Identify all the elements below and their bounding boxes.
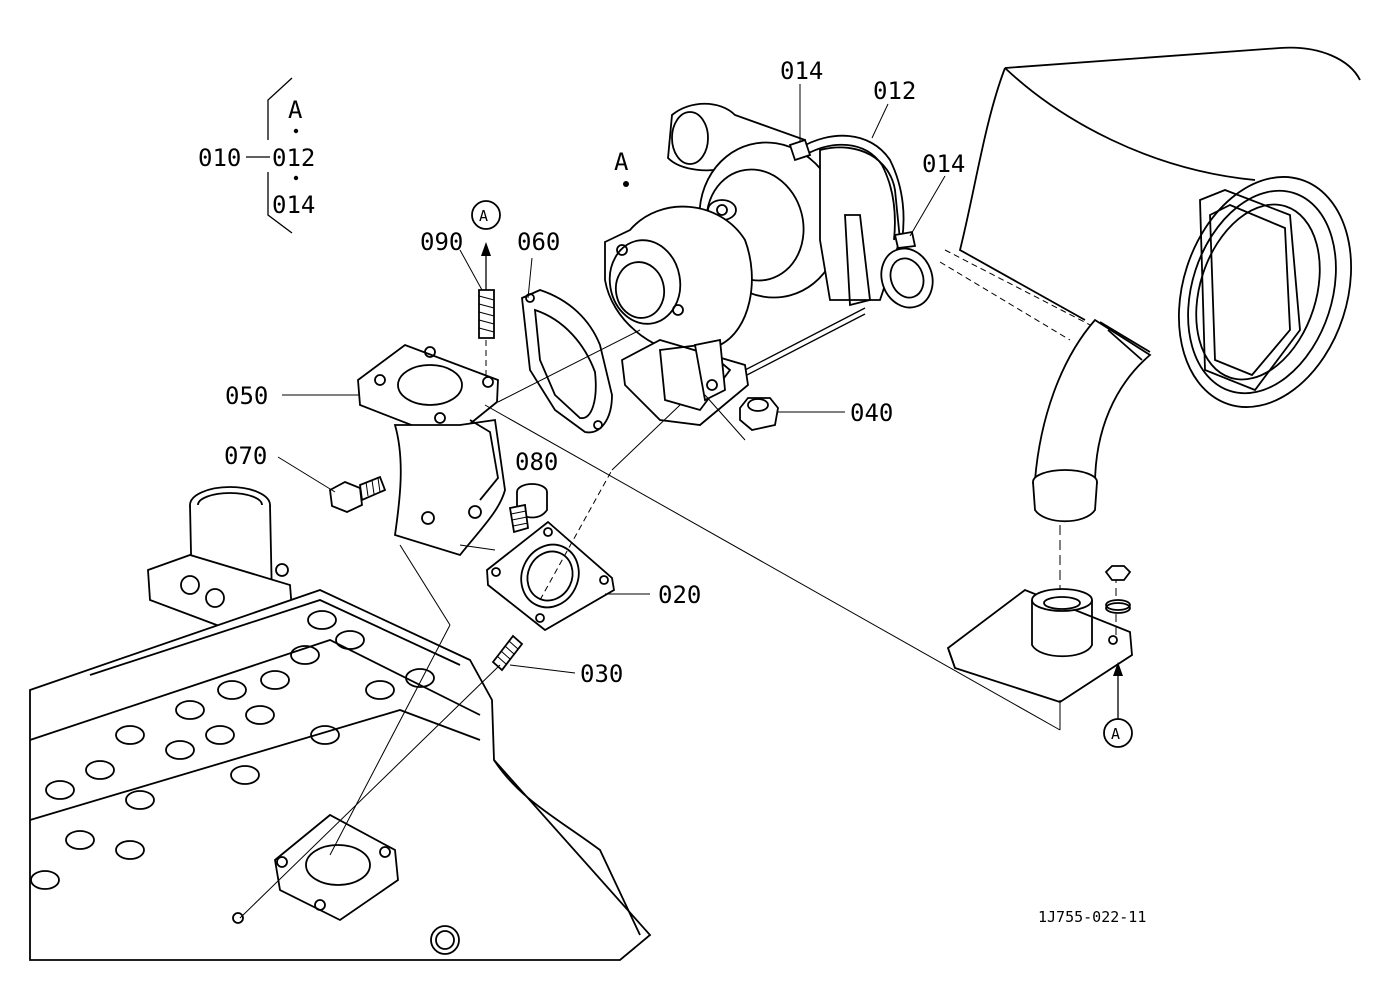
callout-080: 080 [515,448,558,476]
bolt-080 [508,483,548,534]
assembly-member-014: 014 [272,191,315,219]
callout-040: 040 [850,399,893,427]
bolt-070 [329,475,387,513]
stud-030 [491,634,524,672]
callout-090: 090 [420,228,463,256]
callout-014-top: 014 [780,57,823,85]
assembly-code-label: 010 [198,144,241,172]
assembly-legend: 010 A 012 014 [198,77,315,234]
tail-pipe [1032,318,1152,600]
callout-a-turbo: A [614,148,629,176]
assembly-member-012: 012 [272,144,315,172]
muffler-flange: A [946,565,1133,748]
gasket-020 [486,520,615,632]
muffler [939,46,1361,408]
callout-014-right: 014 [922,150,965,178]
leader-lines [277,84,946,674]
cylinder-head [29,486,652,961]
callout-070: 070 [224,442,267,470]
callout-060: 060 [517,228,560,256]
callout-labels: 014 012 014 A 090 060 050 040 070 080 02… [224,57,965,688]
elbow-050 [357,343,506,557]
callout-020: 020 [658,581,701,609]
reference-mark-bottom: A [1111,725,1120,743]
callout-050: 050 [225,382,268,410]
nut-040 [704,394,779,441]
turbocharger [604,102,934,426]
assembly-lines [239,329,1061,919]
callout-030: 030 [580,660,623,688]
drawing-number: 1J755-022-11 [1038,908,1146,926]
callout-012: 012 [873,77,916,105]
gasket-060 [521,289,613,434]
stud-090: A [471,200,501,380]
reference-mark-top: A [479,207,488,225]
assembly-member-a: A [288,96,303,124]
